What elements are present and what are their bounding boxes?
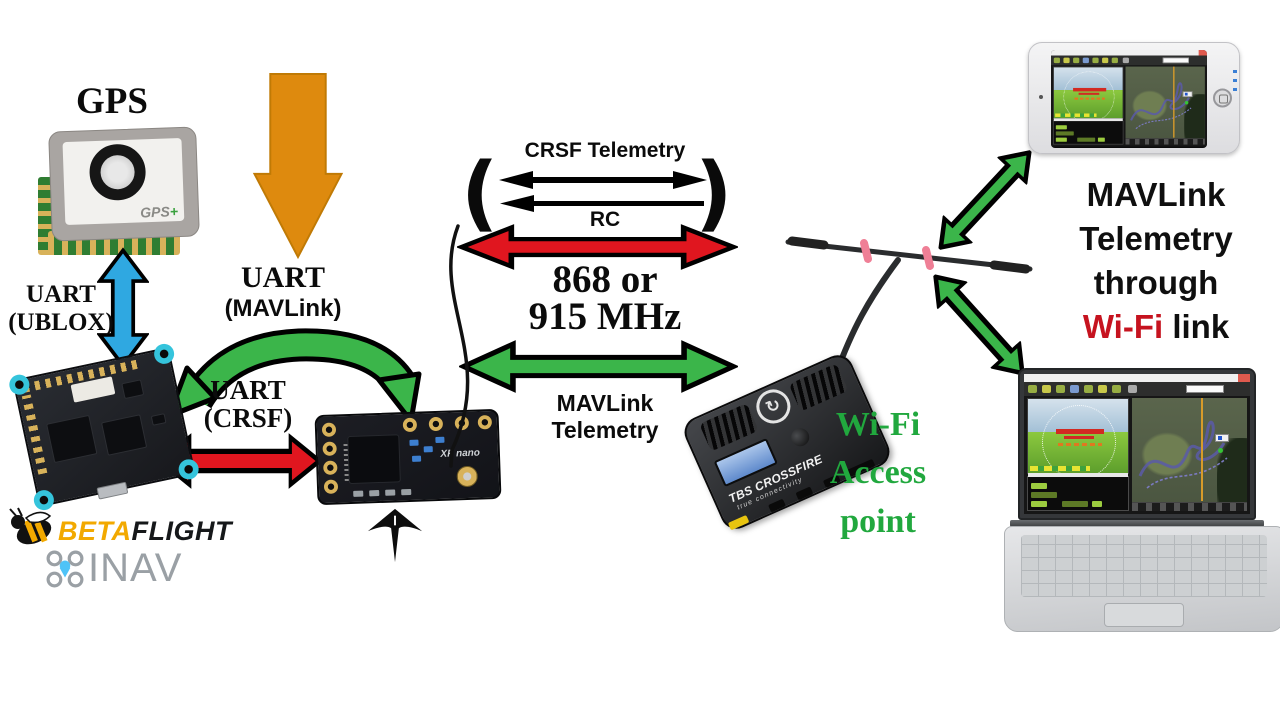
phone-home-button [1213, 88, 1232, 108]
hud-compass-arc [1042, 405, 1116, 473]
map-guide-line [1173, 66, 1175, 138]
rc-arrow [500, 195, 704, 212]
map-marker [1182, 91, 1193, 98]
gcs-artificial-horizon [1027, 398, 1129, 474]
gcs-search-box [1162, 57, 1189, 64]
laptop-keyboard [1021, 535, 1267, 597]
gps-label: GPS [76, 81, 148, 122]
phone-gcs-mount [1051, 50, 1207, 147]
uart-crsf-label: UART(CRSF) [203, 375, 293, 434]
gcs-status-panel [1027, 473, 1129, 511]
gcs-close-icon [1198, 50, 1207, 56]
gcs-close-icon [1238, 374, 1250, 382]
phone-camera [1039, 95, 1043, 99]
paren-open: ( [461, 146, 499, 241]
tx-port [727, 514, 750, 531]
hud-pitch-ladder [1074, 97, 1105, 100]
betaflight-logo: BETAFLIGHT [58, 516, 232, 546]
rf-868-arrow [457, 224, 738, 270]
crsf-telemetry-label: CRSF Telemetry [524, 139, 686, 162]
mavlink-telemetry-arrow [459, 340, 738, 393]
hud-alert-text [1073, 87, 1107, 92]
tbs-bird-logo [367, 508, 423, 563]
inav-logo: INAV [88, 546, 183, 590]
map-home-dot [1218, 447, 1224, 453]
uart-mavlink-label: UART (MAVLink) [224, 261, 342, 322]
inav-quad-icon [46, 550, 84, 588]
tx-logo-icon: ↻ [750, 384, 796, 429]
hud-status-text [1055, 113, 1097, 117]
hud-status-text [1030, 466, 1090, 471]
gcs-toolbar [1051, 55, 1207, 66]
uart-ublox-label: UART(UBLOX) [8, 281, 114, 336]
gcs-titlebar [1024, 374, 1250, 382]
gcs-titlebar [1051, 50, 1207, 56]
wifi-telemetry-note: MAVLink Telemetry through Wi-Fi link [1079, 176, 1233, 345]
map-marker [1214, 434, 1229, 443]
gcs-satellite-map [1125, 66, 1205, 145]
map-home-dot [1185, 100, 1189, 105]
laptop-hinge [1010, 520, 1264, 527]
wifi-link-arrow-phone [930, 146, 1040, 254]
hud-alert-text [1056, 429, 1104, 434]
phone-screen [1051, 50, 1207, 148]
laptop-touchpad [1104, 603, 1184, 627]
gcs-search-box [1186, 385, 1224, 393]
map-flight-path [1138, 420, 1228, 489]
crsf-telemetry-arrow [499, 171, 707, 189]
laptop-base [1004, 526, 1280, 632]
laptop-display [1024, 374, 1250, 514]
paren-close: ) [695, 146, 733, 241]
map-statusbar [1132, 502, 1247, 511]
hud-pitch-ladder [1058, 443, 1102, 446]
wifi-word: Wi-Fi [1082, 307, 1164, 345]
map-statusbar [1125, 138, 1205, 145]
ground-station-screenshot [1051, 50, 1207, 147]
map-flight-path [1130, 82, 1192, 130]
betaflight-bee-icon [9, 507, 52, 545]
laptop-screen [1018, 368, 1256, 520]
gcs-toolbar [1024, 382, 1250, 396]
phone-sensor-dots [1233, 69, 1237, 91]
gcs-satellite-map [1132, 398, 1247, 511]
gps-module-image: GPS+ [36, 126, 200, 257]
uart-mavlink-arrow [252, 72, 344, 260]
map-guide-line [1201, 398, 1203, 501]
hud-compass-arc [1063, 71, 1115, 119]
rc-label: RC [589, 208, 621, 231]
map-trees [1184, 93, 1205, 145]
gcs-artificial-horizon [1053, 66, 1124, 119]
ground-station-screenshot [1024, 374, 1250, 514]
gcs-status-panel [1053, 118, 1124, 145]
laptop-gcs-mount [1024, 374, 1250, 514]
laptop-image [1004, 362, 1280, 647]
phone-image [1028, 42, 1240, 154]
